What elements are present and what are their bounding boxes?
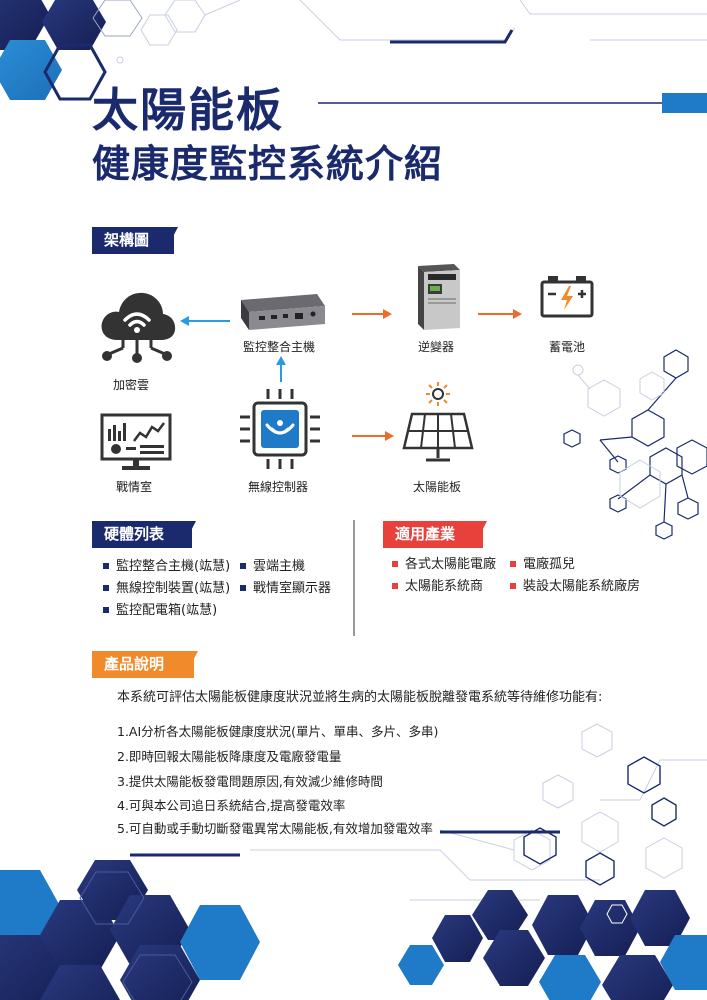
monitor-dashboard-icon — [100, 413, 172, 470]
hardware-heading-text: 硬體列表 — [104, 525, 165, 543]
cloud-icon — [101, 292, 176, 363]
architecture-heading: 架構圖 — [92, 227, 174, 254]
battery-label: 蓄電池 — [549, 340, 586, 354]
hardware-heading-slant — [180, 521, 196, 548]
feature-point: 3.提供太陽能板發電問題原因,有效減少維修時間 — [117, 774, 383, 789]
list-item: 監控配電箱(竑慧) — [103, 600, 217, 622]
product-heading-slant — [182, 651, 198, 678]
cloud-label: 加密雲 — [113, 378, 150, 392]
product-heading: 產品說明 — [92, 651, 194, 678]
page-title-line2: 健康度監控系統介紹 — [92, 142, 444, 186]
wireless-chip-icon — [240, 389, 320, 469]
solar-panel-icon — [402, 382, 474, 462]
product-intro: 本系統可評估太陽能板健康度狀況並將生病的太陽能板脫離發電系統等待維修功能有: — [117, 690, 603, 705]
arrow-up-icon — [276, 356, 286, 382]
arrow-left-icon — [180, 316, 230, 326]
arrow-right-icon — [352, 431, 394, 441]
host-device-icon — [241, 294, 325, 330]
list-item: 各式太陽能電廠 — [392, 554, 496, 576]
inverter-icon — [418, 264, 460, 330]
arrow-right-icon — [352, 309, 392, 319]
page-title-line1: 太陽能板 — [92, 83, 284, 137]
feature-point: 4.可與本公司追日系統結合,提高發電效率 — [117, 798, 346, 813]
list-item: 太陽能系統商 — [392, 576, 483, 598]
list-item: 雲端主機 — [240, 556, 305, 578]
architecture-heading-slant — [162, 227, 178, 254]
war-room-label: 戰情室 — [116, 480, 153, 494]
industries-list: 各式太陽能電廠 電廠孤兒 太陽能系統商 裝設太陽能系統廠房 — [392, 554, 652, 600]
list-item: 電廠孤兒 — [510, 554, 575, 576]
hardware-heading: 硬體列表 — [92, 521, 192, 548]
feature-point: 5.可自動或手動切斷發電異常太陽能板,有效增加發電效率 — [117, 821, 433, 836]
feature-point: 1.AI分析各太陽能板健康度狀況(單片、單串、多片、多串) — [117, 724, 439, 739]
solar-panel-label: 太陽能板 — [413, 480, 462, 494]
hardware-list: 監控整合主機(竑慧) 雲端主機 無線控制裝置(竑慧) 戰情室顯示器 監控配電箱(… — [103, 556, 348, 626]
industries-heading: 適用產業 — [383, 521, 483, 548]
feature-point: 2.即時回報太陽能板降康度及電廠發電量 — [117, 749, 342, 764]
architecture-heading-text: 架構圖 — [104, 231, 150, 249]
list-item: 無線控制裝置(竑慧) — [103, 578, 230, 600]
list-item: 戰情室顯示器 — [240, 578, 331, 600]
controller-label: 無線控制器 — [248, 480, 309, 494]
battery-icon — [540, 276, 594, 318]
arrow-right-icon — [478, 309, 522, 319]
product-heading-text: 產品說明 — [104, 655, 165, 673]
industries-heading-slant — [471, 521, 487, 548]
inverter-label: 逆變器 — [418, 340, 455, 354]
list-item: 裝設太陽能系統廠房 — [510, 576, 640, 598]
industries-heading-text: 適用產業 — [395, 525, 456, 543]
host-label: 監控整合主機 — [243, 340, 316, 354]
list-item: 監控整合主機(竑慧) — [103, 556, 230, 578]
